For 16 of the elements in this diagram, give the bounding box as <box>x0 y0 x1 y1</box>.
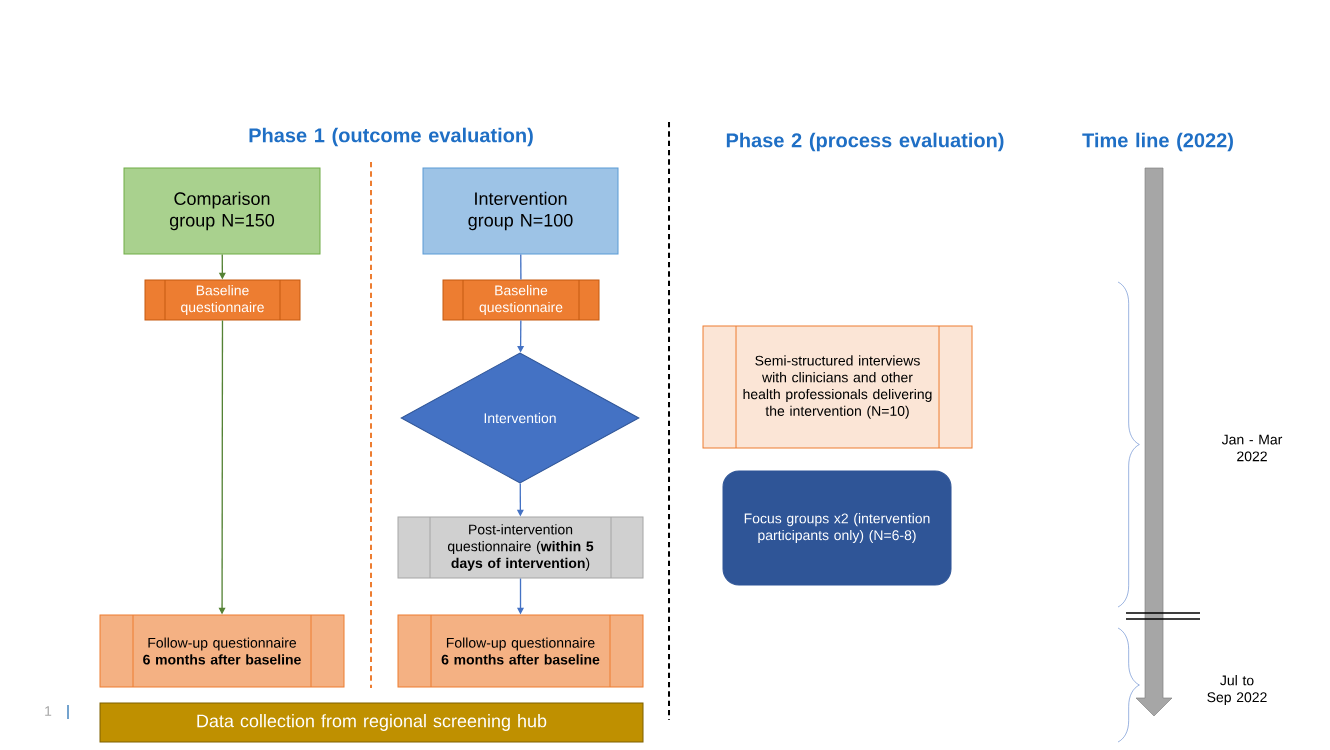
heading: Phase 1 (outcome evaluation) <box>249 127 533 147</box>
heading: Phase 2 (process evaluation) <box>726 132 1004 152</box>
process-box: Baseline questionnaire <box>144 279 301 321</box>
period-label: Jul to Sep 2022 <box>1207 675 1267 705</box>
heading: Time line (2022) <box>1082 132 1233 152</box>
rounded-box: Focus groups x2 (intervention participants only) (N=6-8) <box>722 470 952 586</box>
group-box: Comparison group N=150 <box>123 167 321 255</box>
banner-box: Data collection from regional screening hub <box>99 702 644 743</box>
process-box: Baseline questionnaire <box>442 279 600 321</box>
process-box: Semi-structured interviews with clinicians and other health professionals delivering the intervention (N=10) <box>702 325 973 449</box>
process-box: Post-intervention questionnaire (within 5 days of intervention) <box>397 516 644 579</box>
group-box: Intervention group N=100 <box>422 167 619 255</box>
page-number: 1 <box>45 706 52 716</box>
process-box: Follow-up questionnaire 6 months after baseline <box>397 614 644 688</box>
process-box: Follow-up questionnaire 6 months after baseline <box>99 614 345 688</box>
period-label: Jan - Mar 2022 <box>1221 434 1283 462</box>
